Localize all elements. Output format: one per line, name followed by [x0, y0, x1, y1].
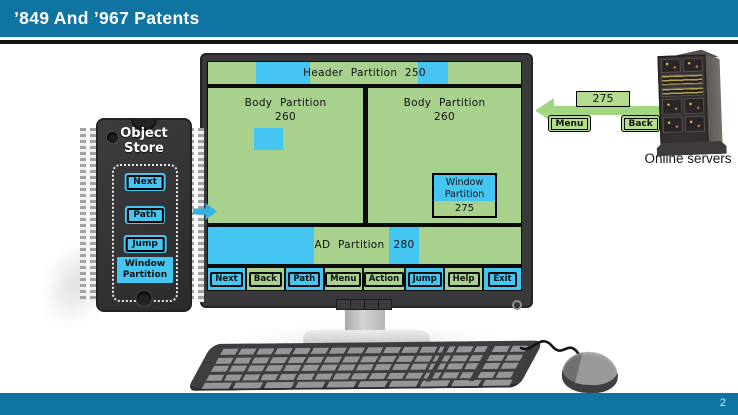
transfer-value-box: 275	[576, 91, 630, 107]
monitor-stand-neck	[345, 308, 385, 332]
body-partition-right-label: Body Partition 260	[403, 97, 486, 123]
ad-highlight-left	[208, 227, 314, 264]
content-block	[254, 128, 283, 150]
chip-notch	[131, 119, 157, 131]
window-partition-box: Window Partition 275	[432, 173, 497, 218]
window-partition-value: 275	[434, 201, 495, 216]
chip-pin1-dot	[106, 131, 119, 144]
window-partition-label: Window Partition	[434, 175, 495, 201]
keyboard	[186, 340, 544, 391]
chip-button-next[interactable]: Next	[124, 173, 166, 191]
screen-button-bar: Next Back Path Menu Action Jump Help Exi…	[208, 268, 521, 290]
ad-partition-label: AD Partition	[314, 239, 385, 251]
chip-window-partition[interactable]: Window Partition	[117, 257, 173, 283]
server-front-panel	[657, 54, 709, 147]
header-highlight-left	[256, 62, 310, 84]
screen-button-action[interactable]: Action	[363, 268, 407, 290]
screen-button-menu[interactable]: Menu	[324, 268, 364, 290]
chip-button-path[interactable]: Path	[124, 206, 166, 224]
header-partition: Header Partition 250	[208, 62, 521, 84]
header-highlight-right	[418, 62, 448, 84]
body-partition-right: Body Partition 260 Window Partition 275	[368, 88, 521, 223]
chip-dotted-region: Next Path Jump Window Partition	[112, 164, 178, 302]
key-row-space	[201, 379, 513, 389]
screen-button-next[interactable]: Next	[208, 268, 247, 290]
chip-pins-left	[80, 128, 96, 302]
mouse	[561, 351, 619, 394]
chip-button-jump[interactable]: Jump	[123, 235, 167, 253]
header-partition-label: Header Partition 250	[303, 67, 426, 79]
screen-button-exit[interactable]: Exit	[484, 268, 521, 290]
slide-title: ’849 And ’967 Patents	[14, 8, 200, 28]
object-store-chip: Object Store Next Path Jump Window Parti…	[96, 118, 192, 312]
ad-partition: AD Partition 280	[208, 227, 521, 264]
footer-bar: 2	[0, 393, 738, 415]
monitor: Header Partition 250 Body Partition 260 …	[200, 53, 533, 310]
chip-pins-right	[188, 128, 204, 302]
server-to-screen-arrow-shaft	[552, 106, 666, 115]
screen-button-help[interactable]: Help	[445, 268, 485, 290]
screen-button-path[interactable]: Path	[285, 268, 325, 290]
object-store-title: Object Store	[120, 126, 168, 156]
server-base	[656, 141, 726, 156]
screen-button-back[interactable]: Back	[246, 268, 286, 290]
monitor-screen: Header Partition 250 Body Partition 260 …	[207, 61, 522, 291]
power-indicator	[512, 300, 522, 310]
chip-bottom-circle	[135, 290, 153, 307]
page-number: 2	[719, 397, 726, 409]
mouse-cable	[519, 339, 582, 358]
server-tower	[656, 47, 726, 155]
monitor-control-buttons[interactable]	[336, 299, 392, 310]
server-menu-button[interactable]: Menu	[548, 115, 591, 132]
body-partition-left-label: Body Partition 260	[244, 97, 327, 123]
ad-partition-value: 280	[389, 227, 419, 264]
title-underline	[0, 40, 738, 44]
server-back-button[interactable]: Back	[621, 115, 661, 132]
screen-button-jump[interactable]: Jump	[406, 268, 446, 290]
title-bar: ’849 And ’967 Patents	[0, 0, 738, 37]
body-partition-left: Body Partition 260	[208, 88, 363, 223]
